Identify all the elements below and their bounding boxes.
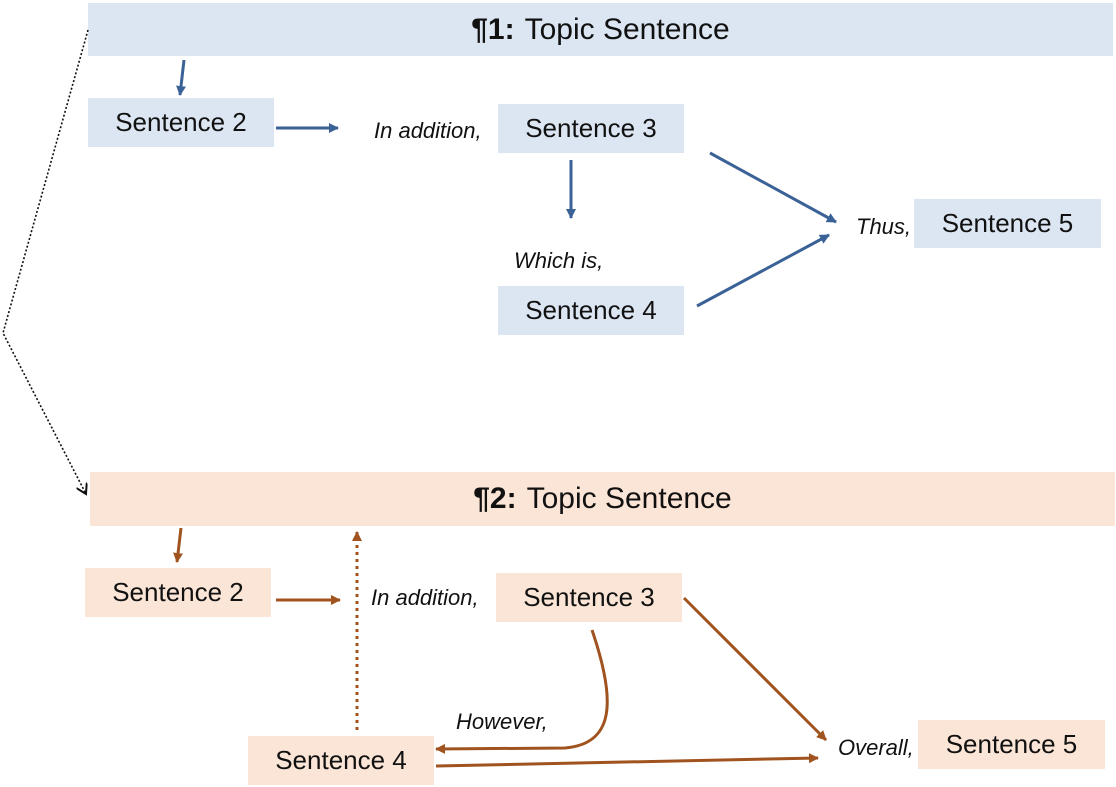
p1-arrow-s4-to-s5 xyxy=(696,233,830,308)
p2-sentence-2-box: Sentence 2 xyxy=(85,568,271,617)
p1-sentence-3-box: Sentence 3 xyxy=(498,104,684,153)
p2-arrow-s3-to-s4 xyxy=(435,629,609,754)
p2-paragraph-marker: ¶2: xyxy=(473,482,517,515)
p2-arrow-topic-to-s2 xyxy=(173,527,184,563)
p1-arrow-topic-to-s2 xyxy=(176,59,186,96)
p2-sentence-5-box: Sentence 5 xyxy=(918,720,1105,769)
p2-connector-in-addition: In addition, xyxy=(371,585,479,610)
p1-topic-label: Topic Sentence xyxy=(524,12,730,46)
p1-connector-in-addition: In addition, xyxy=(374,118,482,143)
p2-connector-overall: Overall, xyxy=(838,735,914,760)
p2-topic-label: Topic Sentence xyxy=(526,482,732,515)
p1-arrow-s3-to-s5 xyxy=(709,151,837,224)
p1-sentence-5-box: Sentence 5 xyxy=(914,199,1101,248)
p1-connector-thus: Thus, xyxy=(856,214,912,239)
p2-arrow-s3-to-s5 xyxy=(682,596,828,742)
paragraph-link-arrow xyxy=(2,29,89,494)
p1-sentence-2-box: Sentence 2 xyxy=(88,98,274,147)
p2-arrow-s4-to-s5 xyxy=(435,753,819,768)
p2-topic-sentence-box: ¶2: Topic Sentence xyxy=(90,472,1115,526)
p1-paragraph-marker: ¶1: xyxy=(471,12,515,46)
p1-connector-which-is: Which is, xyxy=(514,248,604,273)
p2-sentence-3-box: Sentence 3 xyxy=(496,573,682,622)
p2-connector-however: However, xyxy=(456,709,548,734)
p2-sentence-4-box: Sentence 4 xyxy=(248,736,434,785)
p1-topic-sentence-box: ¶1: Topic Sentence xyxy=(88,3,1113,56)
p1-sentence-4-box: Sentence 4 xyxy=(498,286,684,335)
